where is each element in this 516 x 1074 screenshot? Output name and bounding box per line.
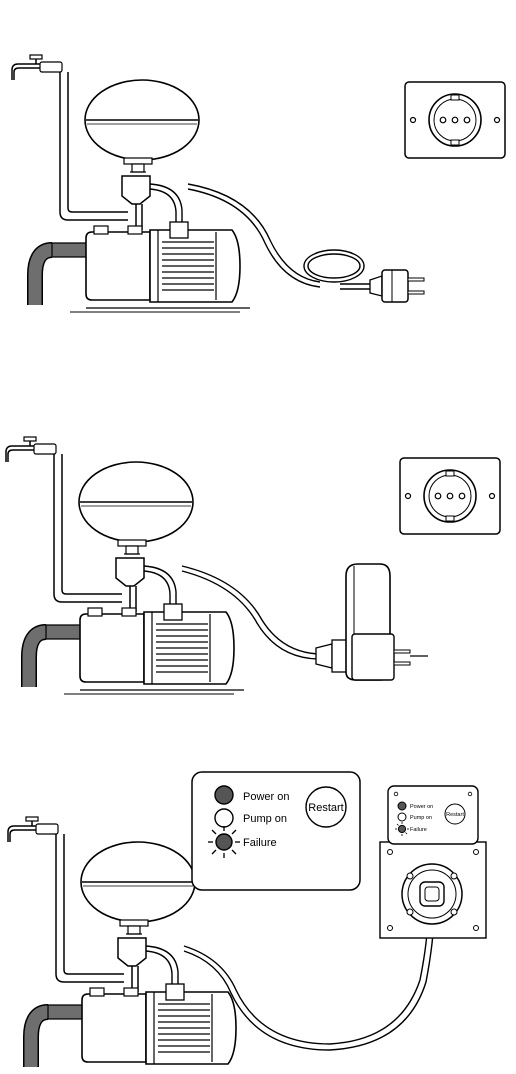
wall-socket-icon-2 xyxy=(399,457,501,535)
detail-label-failure: Failure xyxy=(243,837,277,849)
plug-icon xyxy=(369,269,425,303)
pump-assembly-2 xyxy=(6,437,244,694)
detail-label-pump-on: Pump on xyxy=(243,813,287,825)
power-on-light xyxy=(214,785,234,805)
restart-label-detail: Restart xyxy=(308,802,343,814)
unit-label-power-on: Power on xyxy=(410,804,433,810)
scene-direct-plug xyxy=(12,55,506,312)
unit-power-on-light xyxy=(397,801,407,811)
detail-label-power-on: Power on xyxy=(243,791,289,803)
scene-with-controller xyxy=(6,437,501,694)
power-cable-1 xyxy=(187,183,372,290)
unit-label-pump-on: Pump on xyxy=(410,815,432,821)
restart-label-unit: Restart xyxy=(446,812,464,818)
unit-failure-light xyxy=(395,822,409,836)
pump-on-light xyxy=(214,808,234,828)
restart-button-unit[interactable]: Restart xyxy=(444,803,466,825)
unit-label-failure: Failure xyxy=(410,827,427,833)
pressure-controller-icon xyxy=(315,563,428,681)
controller-detail-panel: Power on Pump on Failure xyxy=(191,771,361,891)
wall-socket-icon xyxy=(404,81,506,159)
power-cable-2 xyxy=(181,565,319,660)
failure-light xyxy=(208,826,240,858)
restart-button-detail[interactable]: Restart xyxy=(305,786,347,828)
pump-assembly-1 xyxy=(12,55,250,312)
unit-pump-on-light xyxy=(397,812,407,822)
power-cable-3 xyxy=(183,911,435,1051)
scene-controller-detail: Power on Pump on Failure xyxy=(8,771,487,1069)
controller-unit: Power on Pump on Failure Restart xyxy=(379,785,487,939)
